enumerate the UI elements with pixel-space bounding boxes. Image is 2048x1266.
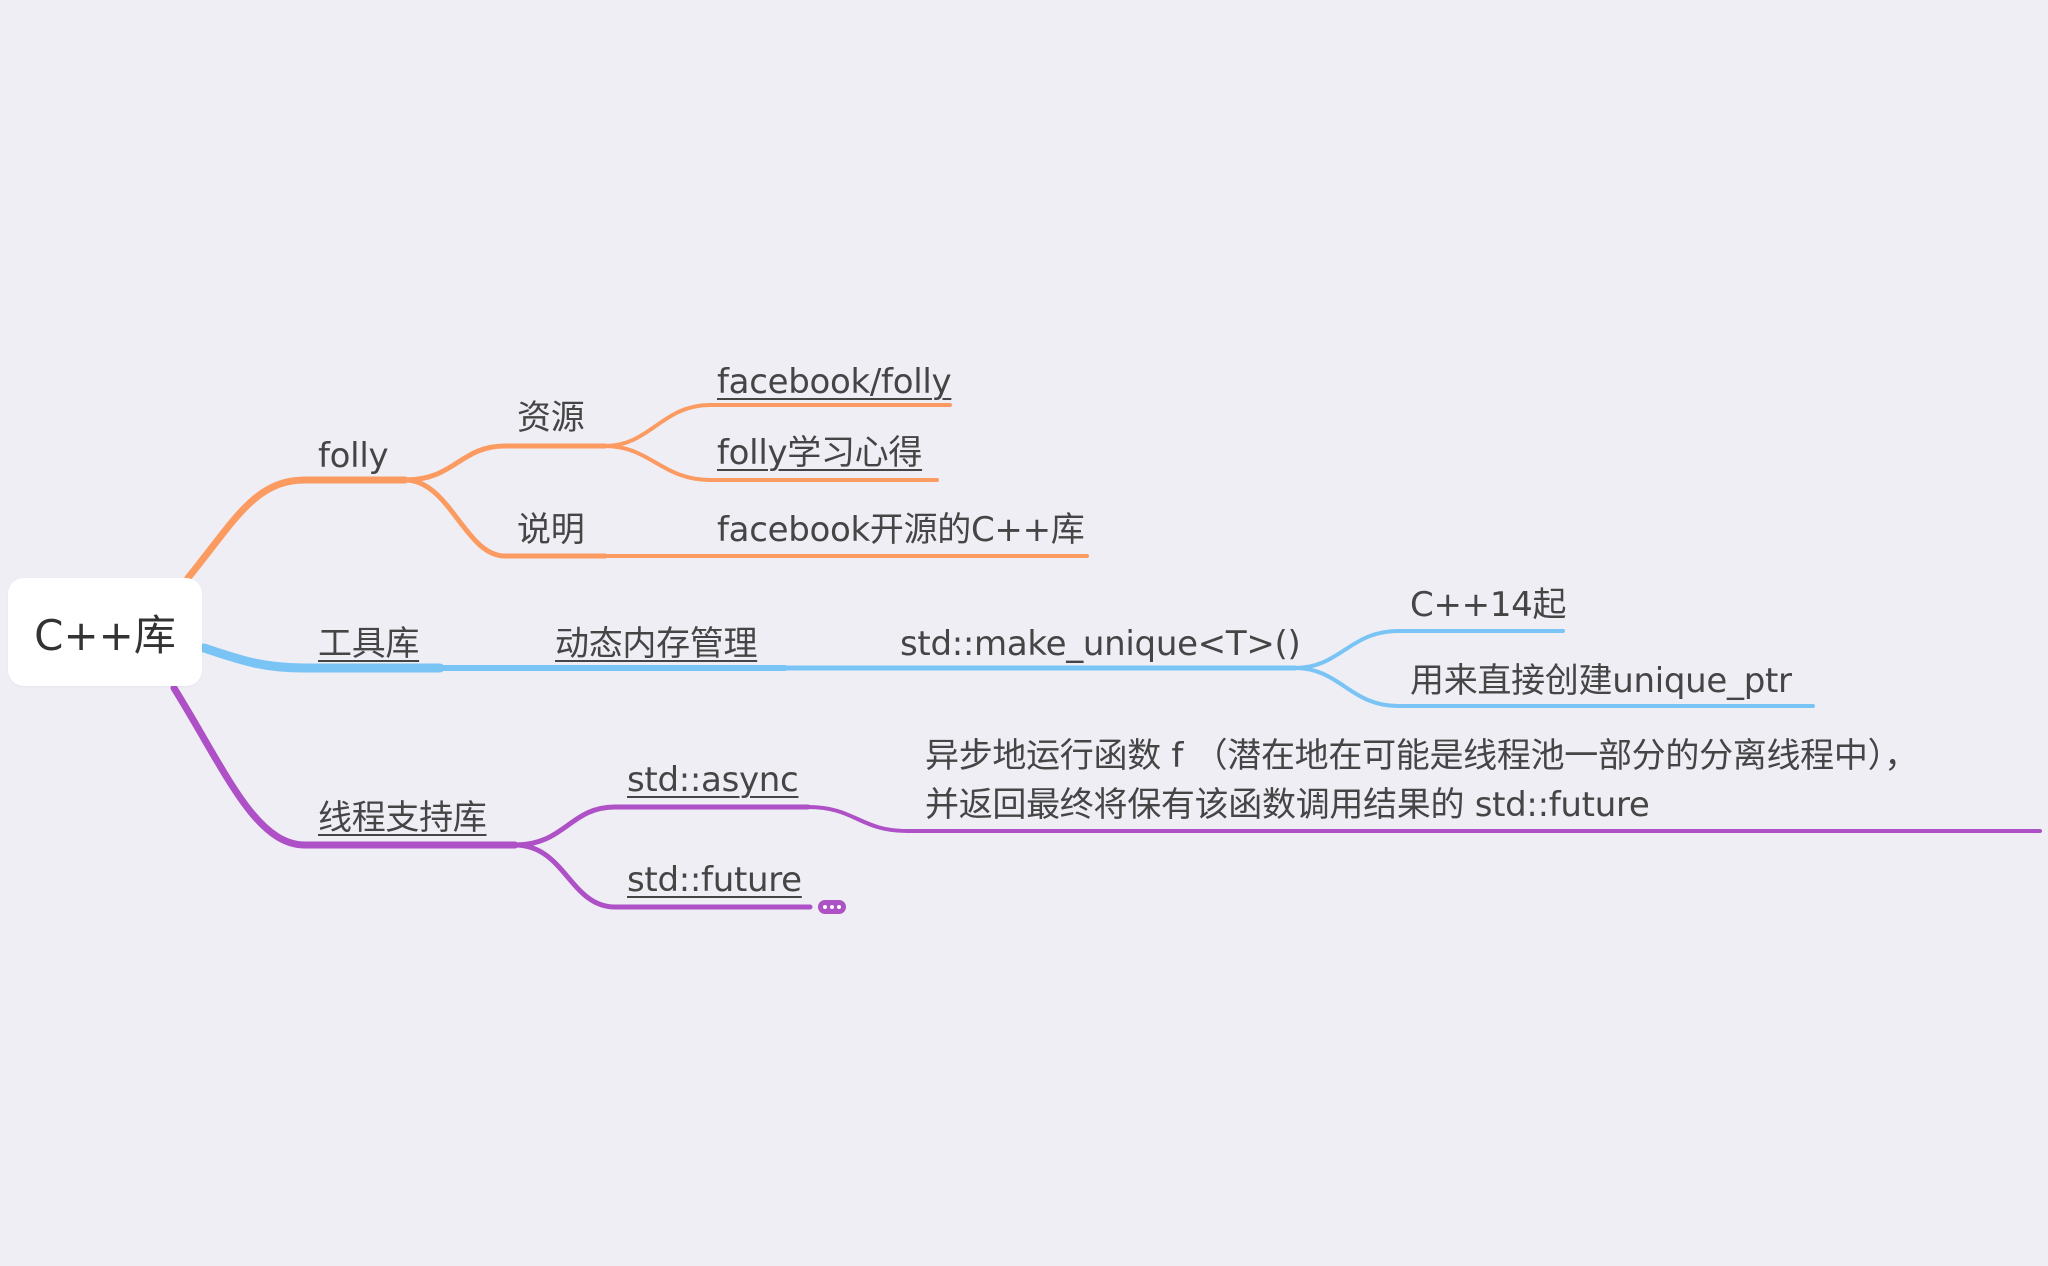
topic-tools-library[interactable]: 工具库: [318, 624, 420, 664]
connector-threads-future: [512, 842, 813, 910]
dot: [837, 905, 841, 909]
dot: [823, 905, 827, 909]
topic-std-future[interactable]: std::future: [627, 860, 802, 900]
topic-dynamic-memory[interactable]: 动态内存管理: [555, 624, 758, 664]
async-description-line1[interactable]: 异步地运行函数 f （潜在地在可能是线程池一部分的分离线程中），: [925, 736, 1918, 776]
description-text[interactable]: facebook开源的C++库: [717, 510, 1085, 550]
link-folly-notes[interactable]: folly学习心得: [717, 433, 923, 473]
root-node[interactable]: C++库: [8, 578, 202, 686]
topic-thread-support[interactable]: 线程支持库: [318, 798, 487, 838]
connector-root-tools: [199, 643, 445, 673]
connector-root-folly: [184, 476, 409, 582]
note-create-unique-ptr[interactable]: 用来直接创建unique_ptr: [1410, 661, 1792, 701]
topic-std-async[interactable]: std::async: [627, 760, 799, 800]
connector-resources-item1: [603, 403, 952, 448]
connector-makeunique-item2: [1293, 666, 1815, 708]
topic-folly[interactable]: folly: [318, 436, 389, 476]
connector-resources-item2: [603, 444, 939, 482]
topic-resources[interactable]: 资源: [517, 398, 585, 438]
connector-folly-description: [402, 477, 608, 559]
async-description-line2[interactable]: 并返回最终将保有该函数调用结果的 std::future: [925, 785, 1650, 825]
link-facebook-folly[interactable]: facebook/folly: [717, 362, 952, 402]
connector-root-threads: [170, 684, 519, 849]
more-dots-icon[interactable]: [818, 900, 846, 914]
dot: [830, 905, 834, 909]
topic-make-unique[interactable]: std::make_unique<T>(): [900, 624, 1301, 664]
connector-folly-resources: [402, 443, 608, 483]
connector-async-desc: [806, 805, 2042, 833]
connector-threads-async: [512, 804, 811, 848]
topic-description[interactable]: 说明: [517, 510, 585, 550]
connector-makeunique-item1: [1293, 629, 1565, 670]
note-cpp14[interactable]: C++14起: [1410, 585, 1567, 625]
